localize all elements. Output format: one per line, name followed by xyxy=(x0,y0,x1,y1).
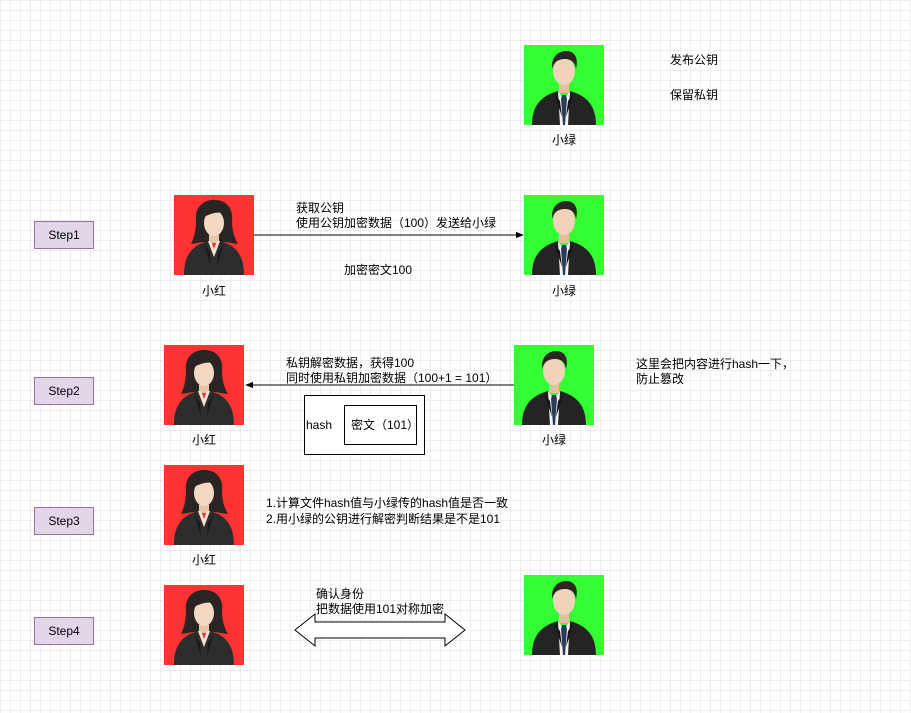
green-name-label: 小绿 xyxy=(551,133,576,147)
step4-line1: 确认身份 xyxy=(316,587,365,601)
step3-line1: 1.计算文件hash值与小绿传的hash值是否一致 xyxy=(266,496,509,510)
ciphertext-box: 密文（101） xyxy=(344,405,420,445)
ciphertext-label: 密文（101） xyxy=(351,418,420,432)
publish-public-key-note: 发布公钥 xyxy=(670,53,719,67)
step1-message-line1: 获取公钥 xyxy=(296,201,345,215)
hash-note-line2: 防止篡改 xyxy=(636,372,685,386)
businesswoman-avatar-icon xyxy=(164,345,244,425)
businessman-avatar-icon xyxy=(514,345,594,425)
step4-box: Step4 xyxy=(34,617,94,645)
red-name-label: 小红 xyxy=(191,553,216,567)
step2-message-line2: 同时使用私钥加密数据（100+1 = 101） xyxy=(286,371,498,385)
step1-caption: 加密密文100 xyxy=(344,263,413,277)
step1-message-line2: 使用公钥加密数据（100）发送给小绿 xyxy=(296,216,497,230)
step2-box: Step2 xyxy=(34,377,94,405)
red-name-label: 小红 xyxy=(201,284,226,298)
businessman-avatar-icon xyxy=(524,45,604,125)
step3-box: Step3 xyxy=(34,507,94,535)
businessman-avatar-icon xyxy=(524,195,604,275)
step2-message-line1: 私钥解密数据，获得100 xyxy=(286,356,415,370)
step3-line2: 2.用小绿的公钥进行解密判断结果是不是101 xyxy=(266,512,501,526)
green-name-label: 小绿 xyxy=(541,433,566,447)
businesswoman-avatar-icon xyxy=(164,465,244,545)
businessman-avatar-icon xyxy=(524,575,604,655)
red-name-label: 小红 xyxy=(191,433,216,447)
step4-line2: 把数据使用101对称加密 xyxy=(316,602,445,616)
businesswoman-avatar-icon xyxy=(174,195,254,275)
step1-box: Step1 xyxy=(34,221,94,249)
hash-note-line1: 这里会把内容进行hash一下， xyxy=(636,357,795,371)
keep-private-key-note: 保留私钥 xyxy=(670,88,719,102)
hash-label: hash xyxy=(306,418,333,432)
step4-double-arrow xyxy=(294,612,466,648)
businesswoman-avatar-icon xyxy=(164,585,244,665)
green-name-label: 小绿 xyxy=(551,284,576,298)
